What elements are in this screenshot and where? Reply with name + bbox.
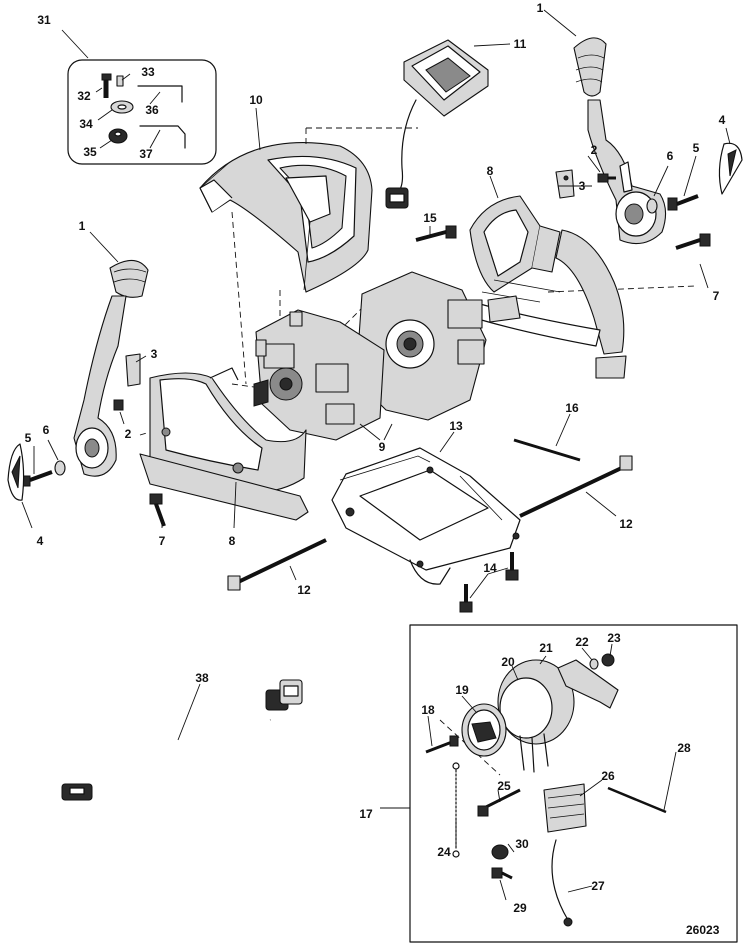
shift-mechanism-9 xyxy=(253,271,521,441)
rods xyxy=(227,438,633,591)
rod-12-right xyxy=(519,462,631,518)
hardware-kit-31 xyxy=(61,29,217,165)
callout-26: 26 xyxy=(601,769,615,783)
callout-37: 37 xyxy=(139,147,153,161)
callout-1-right: 1 xyxy=(537,1,544,15)
callout-13: 13 xyxy=(449,419,463,433)
wiring-harness-38 xyxy=(61,679,303,801)
right-housing-8 xyxy=(465,195,627,379)
callout-2-left: 2 xyxy=(125,427,132,441)
callout-4-left: 4 xyxy=(37,534,44,548)
detail-box-17 xyxy=(409,624,738,943)
callout-12-right: 12 xyxy=(619,517,633,531)
callout-28: 28 xyxy=(677,741,691,755)
callout-36: 36 xyxy=(145,103,159,117)
leader-1-right xyxy=(543,9,577,37)
rod-16 xyxy=(513,438,581,462)
callout-labels: 1 1 2 2 3 3 4 4 5 5 6 6 7 7 8 8 9 10 11 … xyxy=(25,1,726,915)
callout-5-right: 5 xyxy=(693,141,700,155)
callout-7-right: 7 xyxy=(713,289,720,303)
callout-18: 18 xyxy=(421,703,435,717)
callout-17: 17 xyxy=(359,807,373,821)
callout-22: 22 xyxy=(575,635,589,649)
callout-27: 27 xyxy=(591,879,605,893)
callout-4-right: 4 xyxy=(719,113,726,127)
callout-6-left: 6 xyxy=(43,423,50,437)
control-lever-left-1 xyxy=(73,259,149,477)
rod-12-left xyxy=(233,538,327,586)
leader-8-left xyxy=(233,481,237,529)
callout-38: 38 xyxy=(195,671,209,685)
callout-31: 31 xyxy=(37,13,51,27)
callout-5-left: 5 xyxy=(25,431,32,445)
callout-21: 21 xyxy=(539,641,553,655)
control-lever-right-1 xyxy=(573,37,667,245)
callout-3-right: 3 xyxy=(579,179,586,193)
screw-7-right xyxy=(675,233,711,250)
leader-10 xyxy=(255,107,261,151)
callout-8-left: 8 xyxy=(229,534,236,548)
callout-24: 24 xyxy=(437,845,451,859)
callout-2-right: 2 xyxy=(591,143,598,157)
callout-9: 9 xyxy=(379,440,386,454)
figure-reference-number: 26023 xyxy=(686,923,720,937)
leader-8-right xyxy=(489,175,499,199)
callout-3-left: 3 xyxy=(151,347,158,361)
trim-switch-pad-11 xyxy=(385,39,489,209)
callout-19: 19 xyxy=(455,683,469,697)
screw-7-left xyxy=(149,493,166,527)
callout-20: 20 xyxy=(501,655,515,669)
screw-15 xyxy=(415,225,457,242)
callout-16: 16 xyxy=(565,401,579,415)
callout-35: 35 xyxy=(83,145,97,159)
left-housing-8 xyxy=(139,367,309,521)
leader-1-left xyxy=(89,231,119,263)
mounting-bracket-13 xyxy=(331,447,521,585)
callout-10: 10 xyxy=(249,93,263,107)
screws-14 xyxy=(459,552,519,613)
callout-23: 23 xyxy=(607,631,621,645)
callout-14: 14 xyxy=(483,561,497,575)
callout-33: 33 xyxy=(141,65,155,79)
callout-6-right: 6 xyxy=(667,149,674,163)
callout-15: 15 xyxy=(423,211,437,225)
callout-34: 34 xyxy=(79,117,93,131)
callout-7-left: 7 xyxy=(159,534,166,548)
leader-31 xyxy=(61,29,89,59)
leader-11 xyxy=(473,43,511,47)
callout-1-left: 1 xyxy=(79,219,86,233)
left-lever-hardware xyxy=(7,353,141,501)
right-lever-hardware xyxy=(555,142,743,214)
top-cover-10 xyxy=(199,142,373,293)
callout-32: 32 xyxy=(77,89,91,103)
callout-29: 29 xyxy=(513,901,527,915)
callout-12-left: 12 xyxy=(297,583,311,597)
callout-25: 25 xyxy=(497,779,511,793)
callout-30: 30 xyxy=(515,837,529,851)
gauge-assembly xyxy=(425,653,667,927)
callout-11: 11 xyxy=(514,37,527,51)
callout-8-right: 8 xyxy=(487,164,494,178)
